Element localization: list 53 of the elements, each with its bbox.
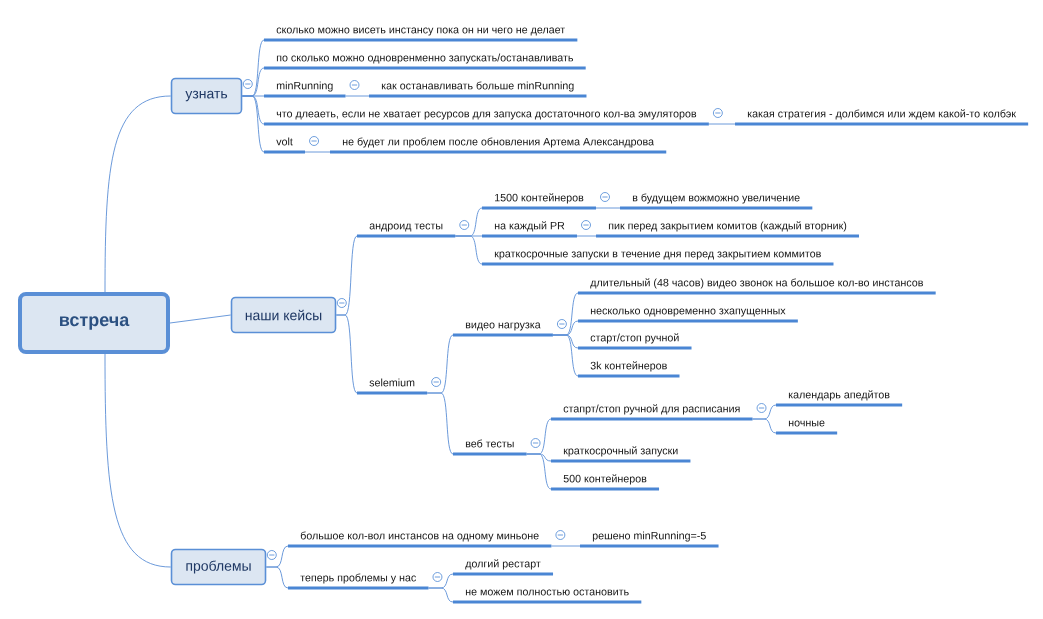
subtopic-label: андроид тесты bbox=[357, 223, 456, 238]
branch-line bbox=[426, 392, 454, 455]
topic-box: узнать bbox=[170, 77, 243, 115]
branch-line bbox=[752, 418, 777, 434]
subtopic-label: в будущем вожможно увеличение bbox=[620, 193, 813, 210]
subtopic-label: по сколько можно одновренменно запускать/останавливать bbox=[264, 53, 586, 70]
subtopic-label: 500 контейнеров bbox=[551, 474, 660, 491]
subtopic-label: большое кол-вол инстансов на одному миньоне bbox=[288, 531, 552, 548]
subtopic-label: 3k контейнеров bbox=[578, 361, 680, 378]
subtopic-label: selemium bbox=[357, 378, 428, 395]
branch-line bbox=[345, 95, 370, 97]
subtopic-label: теперь проблемы у нас bbox=[288, 573, 429, 590]
subtopic-label: volt bbox=[264, 137, 306, 154]
branch-line bbox=[241, 95, 265, 153]
branch-line bbox=[104, 353, 172, 568]
subtopic-label: не можем полностью остановить bbox=[453, 589, 642, 604]
branch-line bbox=[428, 587, 454, 603]
topic-box: проблемы bbox=[170, 548, 267, 586]
subtopic-label: долгий рестарт bbox=[453, 559, 554, 576]
subtopic-label: не будет ли проблем после обновления Артема Александрова bbox=[330, 137, 667, 154]
branch-line bbox=[335, 314, 358, 394]
subtopic-label: стапрт/стоп ручной для расписания bbox=[551, 404, 753, 421]
branch-line bbox=[265, 566, 289, 589]
branch-line bbox=[550, 545, 581, 547]
subtopic-label: minRunning bbox=[264, 81, 346, 98]
subtopic-label: краткосрочный запуски bbox=[551, 446, 691, 463]
subtopic-label: веб тесты bbox=[453, 439, 527, 456]
subtopic-label: какая стратегия - долбимся или ждем какой-то колбэк bbox=[735, 109, 1029, 126]
subtopic-label: сколько можно висеть инстансу пока он ни чего не делает bbox=[264, 27, 578, 42]
branch-line bbox=[304, 151, 331, 153]
subtopic-label: старт/стоп ручной bbox=[578, 333, 692, 350]
branch-line bbox=[576, 235, 597, 237]
subtopic-label: что длеаеть, если не хватает ресурсов для запуска достаточного кол-ва эмуляторов bbox=[264, 111, 709, 126]
branch-line bbox=[595, 207, 621, 209]
subtopic-label: календарь апедйтов bbox=[776, 390, 903, 407]
central-topic-box: встреча bbox=[18, 292, 170, 354]
subtopic-label: длительный (48 часов) видео звонок на большое кол-во инстансов bbox=[578, 278, 936, 295]
branch-line bbox=[708, 123, 736, 125]
branch-line bbox=[454, 235, 483, 265]
branch-line bbox=[169, 314, 232, 324]
subtopic-label: краткосрочные запуски в течение дня перед закрытием коммитов bbox=[482, 251, 834, 266]
branch-line bbox=[104, 95, 172, 293]
subtopic-label: на каждый PR bbox=[482, 221, 577, 238]
subtopic-label: решено minRunning=-5 bbox=[580, 531, 719, 548]
subtopic-label: как останавливать больше minRunning bbox=[369, 81, 587, 98]
subtopic-label: видео нагрузка bbox=[453, 322, 553, 337]
subtopic-label: 1500 контейнеров bbox=[482, 193, 596, 210]
topic-box: наши кейсы bbox=[230, 296, 337, 334]
subtopic-label: несколько одновременно зхапущенных bbox=[578, 308, 798, 323]
subtopic-label: пик перед закрытием комитов (каждый вторник) bbox=[596, 221, 859, 238]
branch-line bbox=[552, 334, 579, 377]
branch-line bbox=[526, 453, 552, 490]
subtopic-label: ночные bbox=[776, 420, 838, 435]
